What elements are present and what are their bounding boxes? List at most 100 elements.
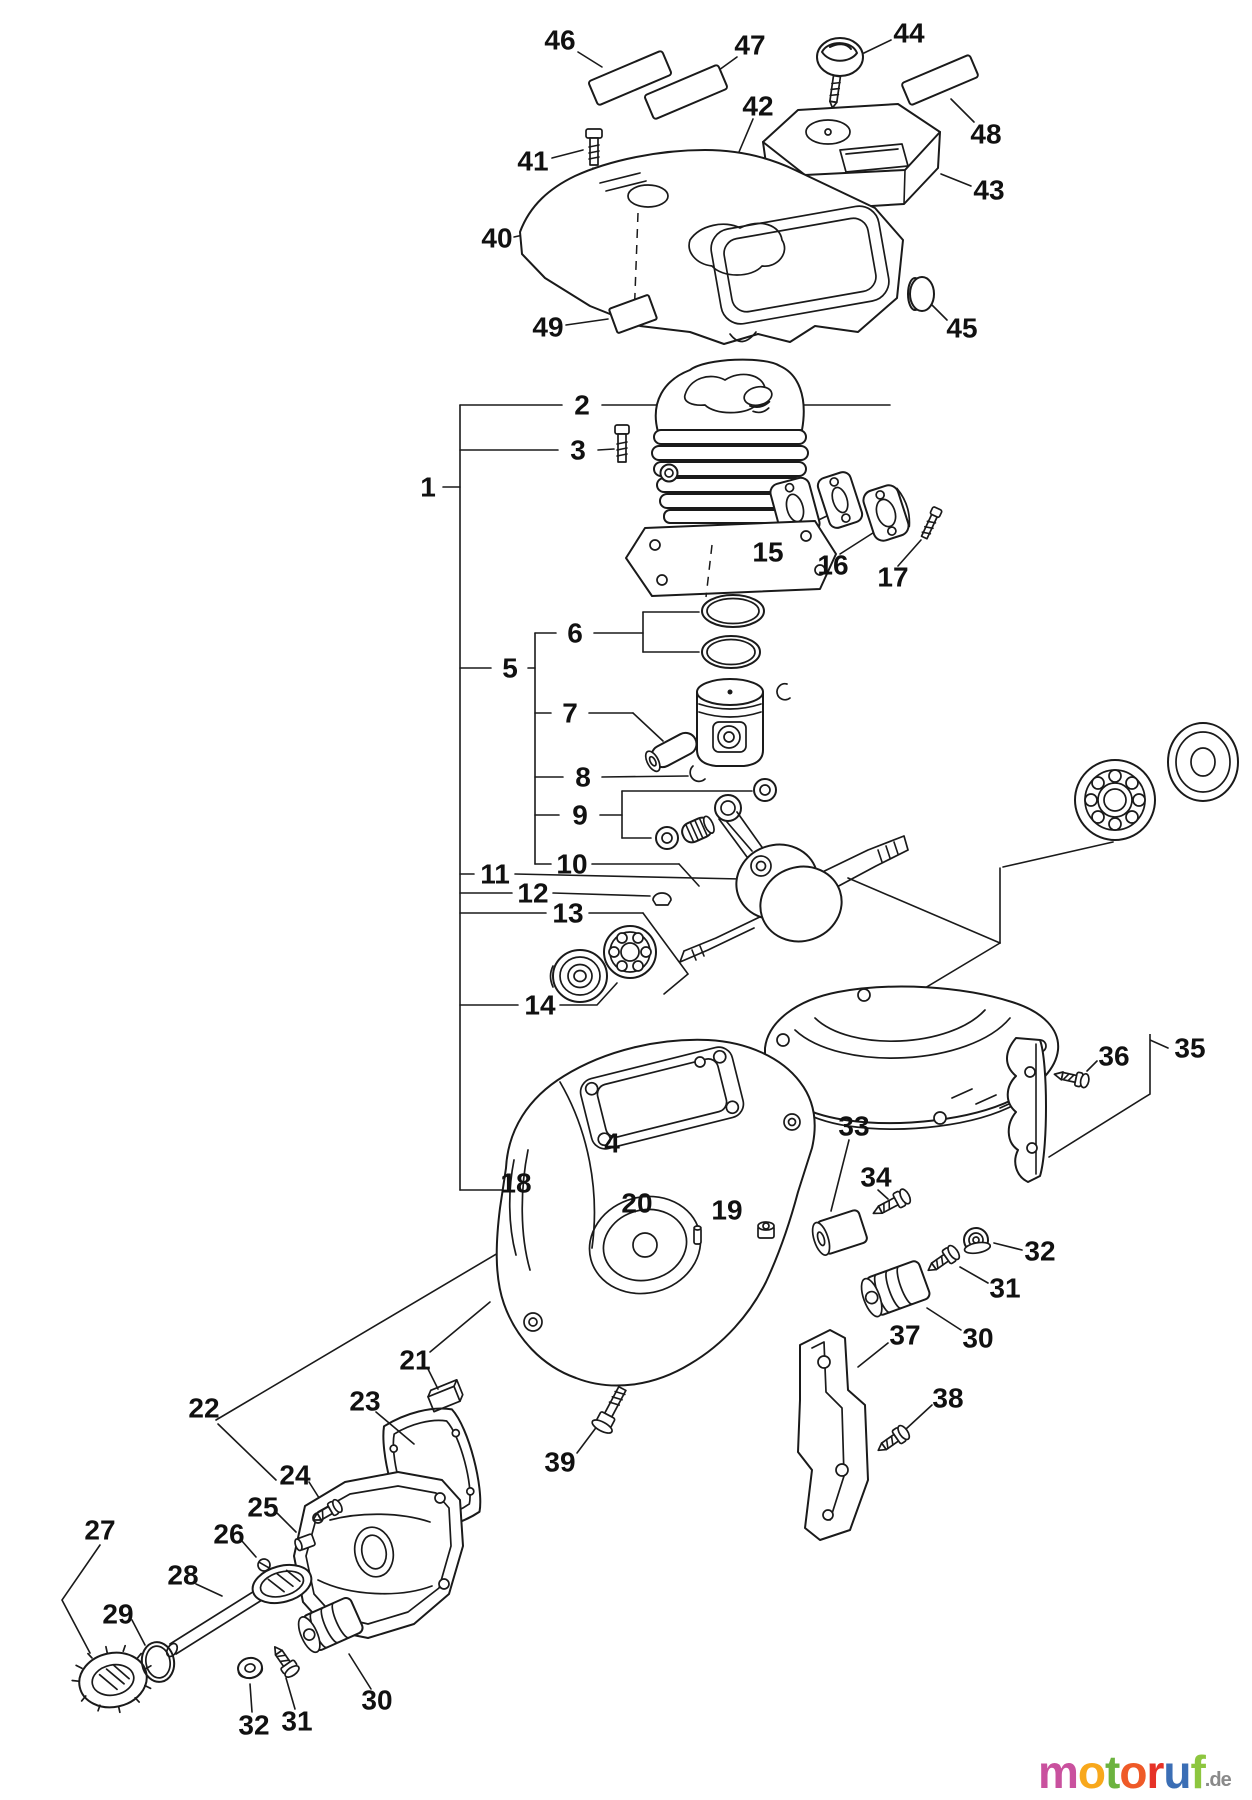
nut-19 [757,1221,775,1239]
woodruff-key-12 [652,892,672,906]
screw-39 [591,1385,627,1434]
screw-34 [872,1188,912,1215]
callout-35: 35 [1174,1033,1205,1064]
crankshaft-11 [679,835,909,963]
callout-38: 38 [932,1383,963,1414]
crankcase-main-body [495,1038,816,1387]
fuel-cap-44 [816,37,864,109]
logo-letter[interactable]: r [1146,1746,1165,1798]
callout-12: 12 [517,878,548,909]
callout-39: 39 [544,1447,575,1478]
callout-43: 43 [973,175,1004,206]
callout-22: 22 [188,1393,219,1424]
piston-rings-6 [701,594,765,669]
callout-14: 14 [524,990,556,1021]
cylinder-part [625,358,837,598]
oil-pickup-28 [165,1563,313,1658]
callout-13: 13 [552,898,583,929]
callout-30: 30 [962,1323,993,1354]
callout-2: 2 [574,390,590,421]
bracket-37 [797,1329,869,1541]
callout-9: 9 [572,800,588,831]
needle-bearing-9 [681,815,715,844]
callout-31: 31 [989,1273,1020,1304]
callout-36: 36 [1098,1041,1129,1072]
logo-letter[interactable]: m [1038,1746,1079,1798]
callout-33: 33 [838,1111,869,1142]
callout-20: 20 [621,1188,652,1219]
label-sticker-47 [644,64,728,120]
screw-3 [614,424,630,463]
callout-25: 25 [247,1492,278,1523]
callout-45: 45 [946,313,977,344]
bearing-13-shielded [549,949,608,1003]
logo-letter[interactable]: u [1163,1746,1191,1798]
callout-10: 10 [556,849,587,880]
screw-38 [877,1424,911,1452]
callout-29: 29 [102,1599,133,1630]
callout-34: 34 [860,1162,892,1193]
grommet-32 [963,1227,992,1255]
intake-insulator-16 [862,484,911,542]
callout-32b: 32 [238,1710,269,1741]
rubber-mount-33 [811,1209,868,1256]
callout-17: 17 [877,562,908,593]
thrust-washers-9 [655,778,777,850]
logo-letter[interactable]: o [1078,1746,1106,1798]
callout-28: 28 [167,1560,198,1591]
motoruf-watermark[interactable]: motoruf.de [1038,1746,1233,1798]
callout-44: 44 [893,18,925,49]
callout-15: 15 [752,537,783,568]
label-sticker-46 [588,50,672,106]
screw-17 [920,506,943,540]
callout-24: 24 [279,1460,311,1491]
dowel-pin-20 [693,1225,702,1245]
bushing-25 [294,1533,316,1552]
callout-27: 27 [84,1515,115,1546]
callout-6: 6 [567,618,583,649]
callouts: 46 47 44 48 43 42 41 40 45 49 2 3 1 15 1… [84,18,1205,1741]
callout-41: 41 [517,146,548,177]
callout-49: 49 [532,312,563,343]
o-ring-29 [140,1641,176,1683]
screw-31-left [273,1646,300,1678]
crankcase-upper-half [761,985,1060,1130]
callout-5: 5 [502,653,518,684]
bearing-13-right [1074,759,1156,841]
callout-3: 3 [570,435,586,466]
screw-24 [312,1498,343,1521]
callout-46: 46 [544,25,575,56]
logo-letter[interactable]: f [1190,1746,1207,1798]
bearing-13-left [603,925,657,979]
callout-40: 40 [481,223,512,254]
mount-30-left [297,1596,364,1654]
oil-cap-27 [71,1644,152,1714]
circlip-right [776,682,791,701]
air-cleaner-cover-43 [762,103,941,211]
oil-seal-14-right [1167,722,1239,802]
plug-21 [427,1378,464,1413]
logo-suffix[interactable]: .de [1205,1769,1233,1791]
circlip-8 [689,765,706,783]
callout-31b: 31 [281,1706,312,1737]
callout-47: 47 [734,30,765,61]
callout-48: 48 [970,119,1001,150]
callout-30b: 30 [361,1685,392,1716]
engine-top-cover-40 [519,149,904,345]
callout-16: 16 [817,550,848,581]
callout-18: 18 [500,1168,531,1199]
logo-letter[interactable]: o [1119,1746,1147,1798]
callout-11: 11 [480,859,510,890]
washer-32-left [237,1656,264,1680]
screw-31 [927,1244,961,1272]
callout-23: 23 [349,1386,380,1417]
callout-1: 1 [420,472,436,503]
guide-plate-35 [1006,1037,1047,1183]
label-sticker-48 [901,54,979,106]
logo-letter[interactable]: t [1105,1746,1121,1798]
callout-4: 4 [604,1128,620,1159]
screw-36 [1053,1071,1090,1089]
callout-8: 8 [575,762,591,793]
callout-26: 26 [213,1519,244,1550]
